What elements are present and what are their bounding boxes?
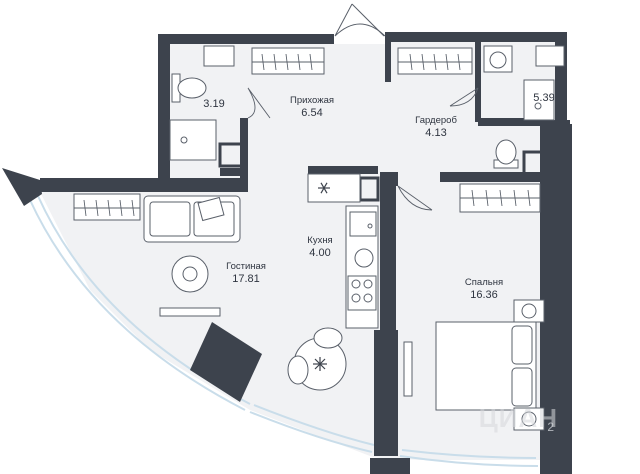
- kitchen-hob: [354, 248, 374, 268]
- wall-bath-shaft: [218, 142, 244, 168]
- wc-toilet: [495, 139, 517, 165]
- window-curve-outer: [29, 199, 246, 411]
- room-name: Кухня: [307, 235, 333, 246]
- room-area: 6.54: [301, 106, 323, 119]
- wc-sink: [535, 45, 565, 67]
- wall-bathroom-top: [158, 34, 334, 44]
- wall-kitchen-top: [308, 166, 378, 174]
- kitchen-sink: [349, 211, 377, 237]
- wall-left-corner: [2, 168, 42, 206]
- fridge: [307, 173, 361, 203]
- wall-bathroom-right: [240, 118, 248, 192]
- door-swing: [334, 3, 386, 37]
- wall-bathroom-left: [158, 36, 170, 192]
- wall-bottom: [370, 458, 410, 474]
- wall-toilet-left: [475, 42, 481, 122]
- wall-top-right: [385, 32, 555, 42]
- wc-shower: [523, 79, 555, 121]
- bath-toilet: [177, 77, 207, 99]
- room-area: 3.19: [203, 98, 225, 110]
- room-label-toilet: 5.39: [533, 92, 554, 105]
- room-area: 16.36: [470, 288, 498, 301]
- room-name: Прихожая: [289, 95, 335, 106]
- wall-column: [190, 322, 262, 402]
- window-bedroom-inner: [401, 449, 537, 459]
- living-wardrobe: [73, 193, 141, 221]
- room-name: Гардероб: [415, 115, 457, 126]
- room-area: 4.00: [309, 246, 331, 259]
- watermark-id: 2: [547, 420, 554, 434]
- furniture: [73, 45, 565, 431]
- room-label-kitchen: Кухня 4.00: [307, 235, 333, 260]
- stove: [347, 275, 377, 311]
- room-label-hallway: Прихожая 6.54: [289, 95, 335, 120]
- bedroom-tv: [403, 341, 413, 397]
- window-bedroom: [399, 455, 539, 467]
- wall-bathroom-bottom: [220, 168, 248, 176]
- room-name: Гостиная: [226, 261, 266, 272]
- wardrobe-door: [449, 87, 479, 107]
- wall-living-top: [40, 178, 240, 192]
- wall-right-outer: [540, 124, 572, 474]
- room-label-living: Гостиная 17.81: [226, 261, 266, 286]
- hanger-marks: [83, 53, 531, 217]
- wall-wardrobe-bottom: [440, 172, 544, 182]
- room-area: 5.39: [533, 92, 555, 104]
- chair-top: [313, 327, 343, 349]
- bath-shower: [169, 119, 217, 161]
- window-bottom-inner: [253, 404, 375, 446]
- tv: [159, 307, 221, 317]
- bedroom-door: [397, 185, 433, 211]
- room-area: 17.81: [232, 272, 260, 285]
- wall-wardrobe-left: [385, 42, 391, 82]
- bath-sink: [203, 45, 235, 67]
- room-label-bedroom: Спальня 16.36: [464, 277, 504, 302]
- window-strip: [29, 195, 539, 467]
- walls: [2, 32, 572, 474]
- room-label-wardrobe: Гардероб 4.13: [415, 115, 457, 140]
- sofa-pillow: [197, 196, 225, 222]
- window-bottom-outer: [249, 411, 373, 453]
- wall-center: [380, 172, 396, 346]
- room-label-bathroom: 3.19: [203, 98, 224, 111]
- entrance-door: [334, 3, 386, 37]
- room-area: 4.13: [425, 126, 447, 139]
- bathroom-door: [247, 87, 271, 119]
- wall-toilet-bottom: [478, 118, 544, 126]
- interior-doors: [247, 87, 479, 211]
- room-name: Спальня: [464, 277, 504, 288]
- flower-icon: [313, 357, 327, 371]
- snowflake-icon: [318, 182, 330, 194]
- wall-center-lower: [374, 330, 398, 456]
- watermark-logo: ЦИАН: [478, 403, 558, 433]
- chair-left: [287, 355, 309, 385]
